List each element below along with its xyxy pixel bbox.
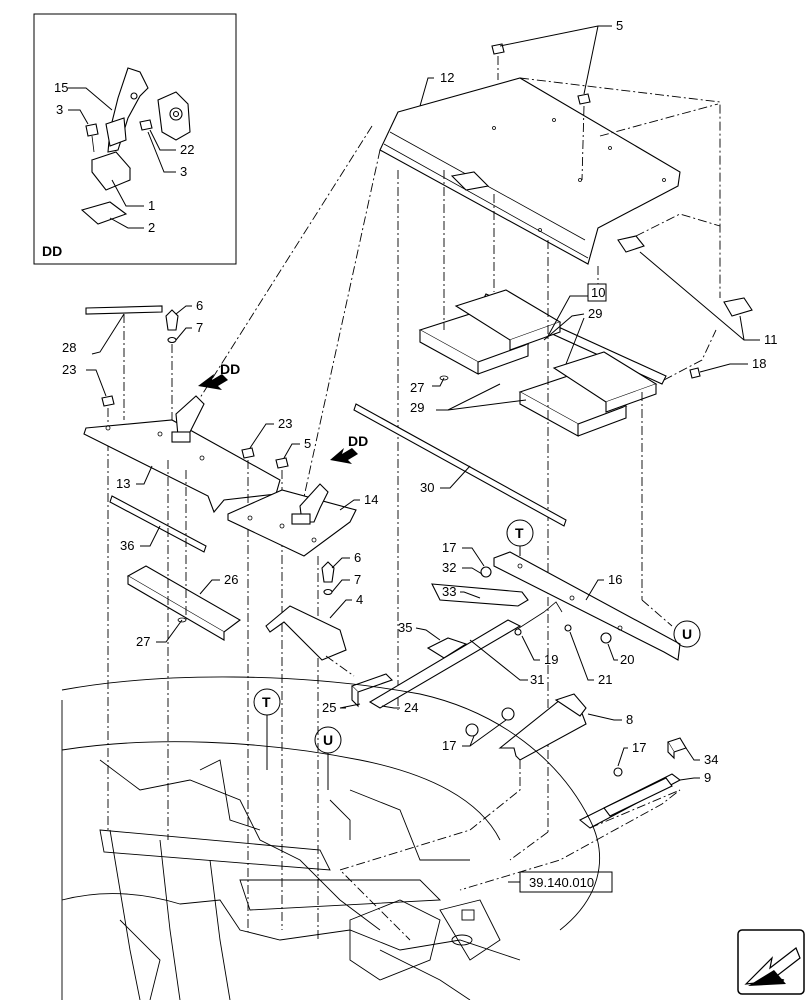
callout-17: 17: [632, 740, 646, 755]
callout-6: 6: [196, 298, 203, 313]
connector-u-lower: U: [314, 726, 342, 790]
callout-1: 1: [148, 198, 155, 213]
section-arrow-dd-1: DD: [198, 361, 240, 390]
alignment-lines-lower: [325, 599, 681, 941]
bracket-4: 4: [265, 592, 363, 661]
callout-18: 18: [752, 356, 766, 371]
nuts-17-pair: 17: [442, 707, 515, 753]
strip-28: 28: [62, 305, 163, 420]
callout-22: 22: [180, 142, 194, 157]
hinges-11: 11: [617, 235, 778, 347]
callout-13: 13: [116, 476, 130, 491]
callout-20: 20: [620, 652, 634, 667]
callout-34: 34: [704, 752, 718, 767]
callout-29: 29: [410, 400, 424, 415]
callout-30: 30: [420, 480, 434, 495]
chassis-ghost: [61, 676, 601, 1000]
svg-text:U: U: [323, 732, 333, 748]
pad-26: 26 27: [126, 460, 241, 840]
callout-21: 21: [598, 672, 612, 687]
bracket-8: 8: [498, 693, 633, 761]
callout-5: 5: [616, 18, 623, 33]
callout-35: 35: [398, 620, 412, 635]
callout-15: 15: [54, 80, 68, 95]
svg-text:T: T: [262, 694, 271, 710]
connector-t-lower: T: [253, 688, 281, 770]
callout-3: 3: [180, 164, 187, 179]
reference-code: 39.140.010: [529, 875, 594, 890]
callout-25: 25: [322, 700, 336, 715]
callout-12: 12: [440, 70, 454, 85]
alignment-lines-top: [185, 77, 721, 832]
bolts-5-top: 5: [491, 18, 623, 181]
callout-17: 17: [442, 738, 456, 753]
strip-36: 36: [109, 495, 207, 553]
cover-panel-12: 12: [379, 70, 681, 265]
previous-page-arrow-icon[interactable]: [737, 929, 805, 995]
svg-text:T: T: [515, 525, 524, 541]
callout-33: 33: [442, 584, 456, 599]
callout-26: 26: [224, 572, 238, 587]
callout-19: 19: [544, 652, 558, 667]
callout-6: 6: [354, 550, 361, 565]
callout-2: 2: [148, 220, 155, 235]
callout-32: 32: [442, 560, 456, 575]
callout-17: 17: [442, 540, 456, 555]
panel-14: 14: [227, 483, 378, 557]
callout-7: 7: [354, 572, 361, 587]
callout-27: 27: [410, 380, 424, 395]
strip-30: 30: [353, 403, 567, 527]
reference-box: 39.140.010: [508, 871, 613, 893]
section-label-dd: DD: [42, 243, 62, 259]
panel-13: 13: [83, 395, 281, 514]
callout-11: 11: [764, 332, 778, 347]
pin-6-and-clip-7: 6 7: [165, 298, 203, 430]
nut-17-and-32: 17 32: [442, 540, 492, 578]
hardware-19-20-21: 19 20 21: [514, 601, 634, 687]
callout-31: 31: [530, 672, 544, 687]
bar-16: 16: [493, 551, 681, 661]
bracket-33-and-35: 33 35 31: [368, 583, 544, 709]
svg-text:U: U: [682, 626, 692, 642]
callout-3: 3: [56, 102, 63, 117]
section-arrow-label-dd: DD: [220, 361, 240, 377]
callout-5: 5: [304, 436, 311, 451]
section-arrow-dd-2: DD: [330, 433, 368, 464]
callout-27: 27: [136, 634, 150, 649]
detail-inset-dd: 15 3 22 3 1 2 DD: [33, 13, 237, 265]
callout-16: 16: [608, 572, 622, 587]
rail-10-and-pads-29: 10 29 29 27 18: [410, 283, 766, 437]
connector-u-upper: U: [673, 620, 701, 648]
bolt-23-left: 23: [62, 362, 115, 830]
callout-28: 28: [62, 340, 76, 355]
callout-14: 14: [364, 492, 378, 507]
callout-8: 8: [626, 712, 633, 727]
callout-23: 23: [62, 362, 76, 377]
callout-7: 7: [196, 320, 203, 335]
connector-t-upper: T: [506, 519, 534, 556]
callout-36: 36: [120, 538, 134, 553]
spacer-25-and-24: 25 24: [322, 673, 418, 715]
callout-10: 10: [591, 285, 605, 300]
bolts-23-and-5: 23 5: [241, 416, 311, 932]
bracket-9-and-34: 17 34 9: [578, 737, 718, 829]
callout-9: 9: [704, 770, 711, 785]
callout-29: 29: [588, 306, 602, 321]
callout-23: 23: [278, 416, 292, 431]
section-arrow-label-dd: DD: [348, 433, 368, 449]
callout-4: 4: [356, 592, 363, 607]
callout-24: 24: [404, 700, 418, 715]
